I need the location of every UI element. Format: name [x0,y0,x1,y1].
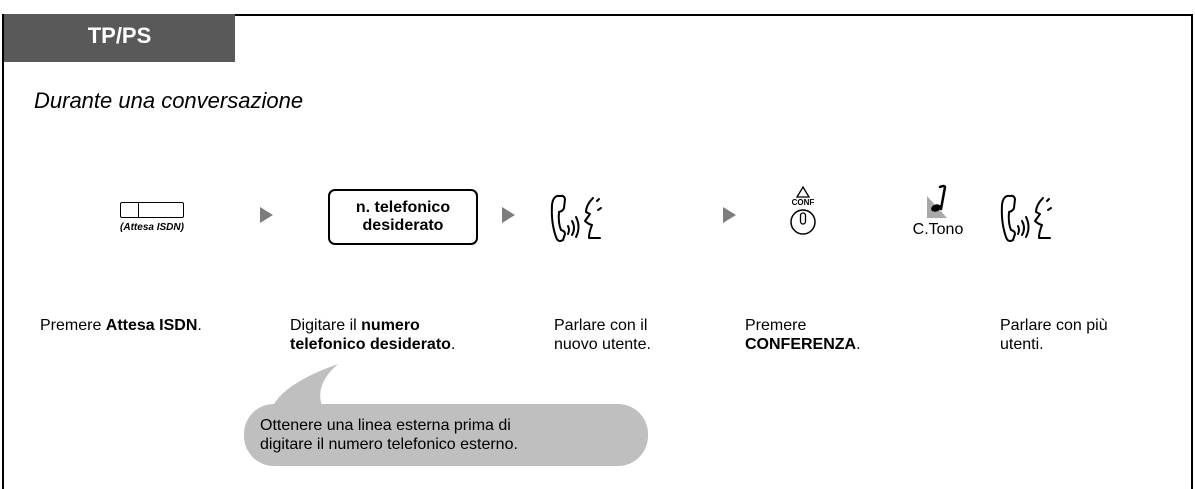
hold-key-caption: (Attesa ISDN) [120,222,184,233]
bubble-tail [270,364,338,414]
tone-icon: C.Tono [898,183,978,239]
talk-icon [550,194,602,242]
arrow-icon [502,207,515,223]
procedure-frame [2,14,1193,489]
talk-icon [1000,194,1052,242]
conf-label: CONF [791,198,815,207]
hold-key-icon: (Attesa ISDN) [96,202,208,233]
phone-number-box: n. telefonico desiderato [328,189,478,245]
arrow-icon [723,207,736,223]
note-bubble: Ottenere una linea esterna prima di digi… [244,404,648,466]
step2-text: Digitare il numero telefonico desiderato… [290,317,456,353]
step1-text: Premere Attesa ISDN. [40,317,202,334]
arrow-icon [260,207,273,223]
tone-label: C.Tono [912,221,964,238]
procedure-heading: Durante una conversazione [34,88,304,113]
mode-tab: TP/PS [4,14,235,62]
conf-button-icon: CONF [778,186,828,236]
